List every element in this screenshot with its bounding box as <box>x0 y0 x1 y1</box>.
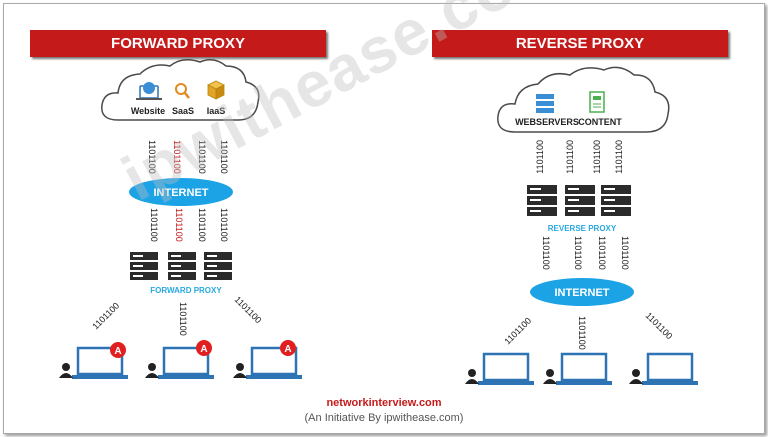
alert-icon: A <box>196 340 212 356</box>
binary-label-highlight: 1101100 <box>174 208 184 242</box>
server-icon <box>601 185 631 216</box>
alert-icon: A <box>110 342 126 358</box>
binary-label: 1101100 <box>535 140 545 174</box>
forward-internet-label: INTERNET <box>154 187 209 199</box>
binary-label: 1101100 <box>197 208 207 242</box>
cloud-item-webservers: WEBSERVERS <box>515 117 579 127</box>
reverse-internet-label: INTERNET <box>555 287 610 299</box>
binary-label: 1101100 <box>90 301 121 332</box>
binary-label: 1101100 <box>541 236 551 270</box>
binary-label: 1101100 <box>178 302 188 336</box>
footer-note: (An Initiative By ipwithease.com) <box>304 412 464 424</box>
saas-icon <box>175 83 190 99</box>
forward-proxy-label: FORWARD PROXY <box>150 286 222 295</box>
binary-label: 1101100 <box>620 236 630 270</box>
forward-cloud <box>101 59 260 121</box>
binary-label: 1101100 <box>565 140 575 174</box>
svg-text:A: A <box>284 344 291 355</box>
svg-text:A: A <box>114 346 121 357</box>
reverse-proxy-banner: REVERSE PROXY <box>432 30 728 57</box>
cloud-item-iaas: IaaS <box>207 106 226 116</box>
server-icon <box>130 252 158 280</box>
cloud-item-website: Website <box>131 106 165 116</box>
reverse-cloud <box>497 66 670 133</box>
laptop-client <box>233 346 302 379</box>
binary-label: 1101100 <box>219 208 229 242</box>
reverse-internet-oval <box>530 278 634 306</box>
cloud-item-content: CONTENT <box>578 117 622 127</box>
laptop-client <box>465 352 534 385</box>
binary-label-highlight: 1101100 <box>172 140 182 174</box>
binary-label: 1101100 <box>197 140 207 174</box>
forward-internet-oval <box>129 178 233 206</box>
binary-label: 1101100 <box>614 140 624 174</box>
binary-label: 1101100 <box>147 140 157 174</box>
binary-label: 1101100 <box>219 140 229 174</box>
binary-label: 1101100 <box>592 140 602 174</box>
binary-label: 1101100 <box>502 316 533 347</box>
server-icon <box>565 185 595 216</box>
server-icon <box>527 185 557 216</box>
reverse-proxy-label: REVERSE PROXY <box>548 224 617 233</box>
binary-label: 1101100 <box>573 236 583 270</box>
binary-label: 1101100 <box>577 316 587 350</box>
binary-label: 1101100 <box>597 236 607 270</box>
binary-label: 1101100 <box>233 294 264 325</box>
forward-proxy-banner: FORWARD PROXY <box>30 30 326 57</box>
svg-text:A: A <box>200 344 207 355</box>
iaas-icon <box>207 80 225 100</box>
server-icon <box>168 252 196 280</box>
server-icon <box>204 252 232 280</box>
website-icon <box>136 82 162 100</box>
webservers-icon <box>536 94 554 113</box>
binary-label: 1101100 <box>644 310 675 341</box>
alert-icon: A <box>280 340 296 356</box>
footer-site[interactable]: networkinterview.com <box>326 397 442 409</box>
content-icon <box>589 91 605 113</box>
laptop-client <box>543 352 612 385</box>
cloud-item-saas: SaaS <box>172 106 194 116</box>
binary-label: 1101100 <box>149 208 159 242</box>
laptop-client <box>629 352 698 385</box>
